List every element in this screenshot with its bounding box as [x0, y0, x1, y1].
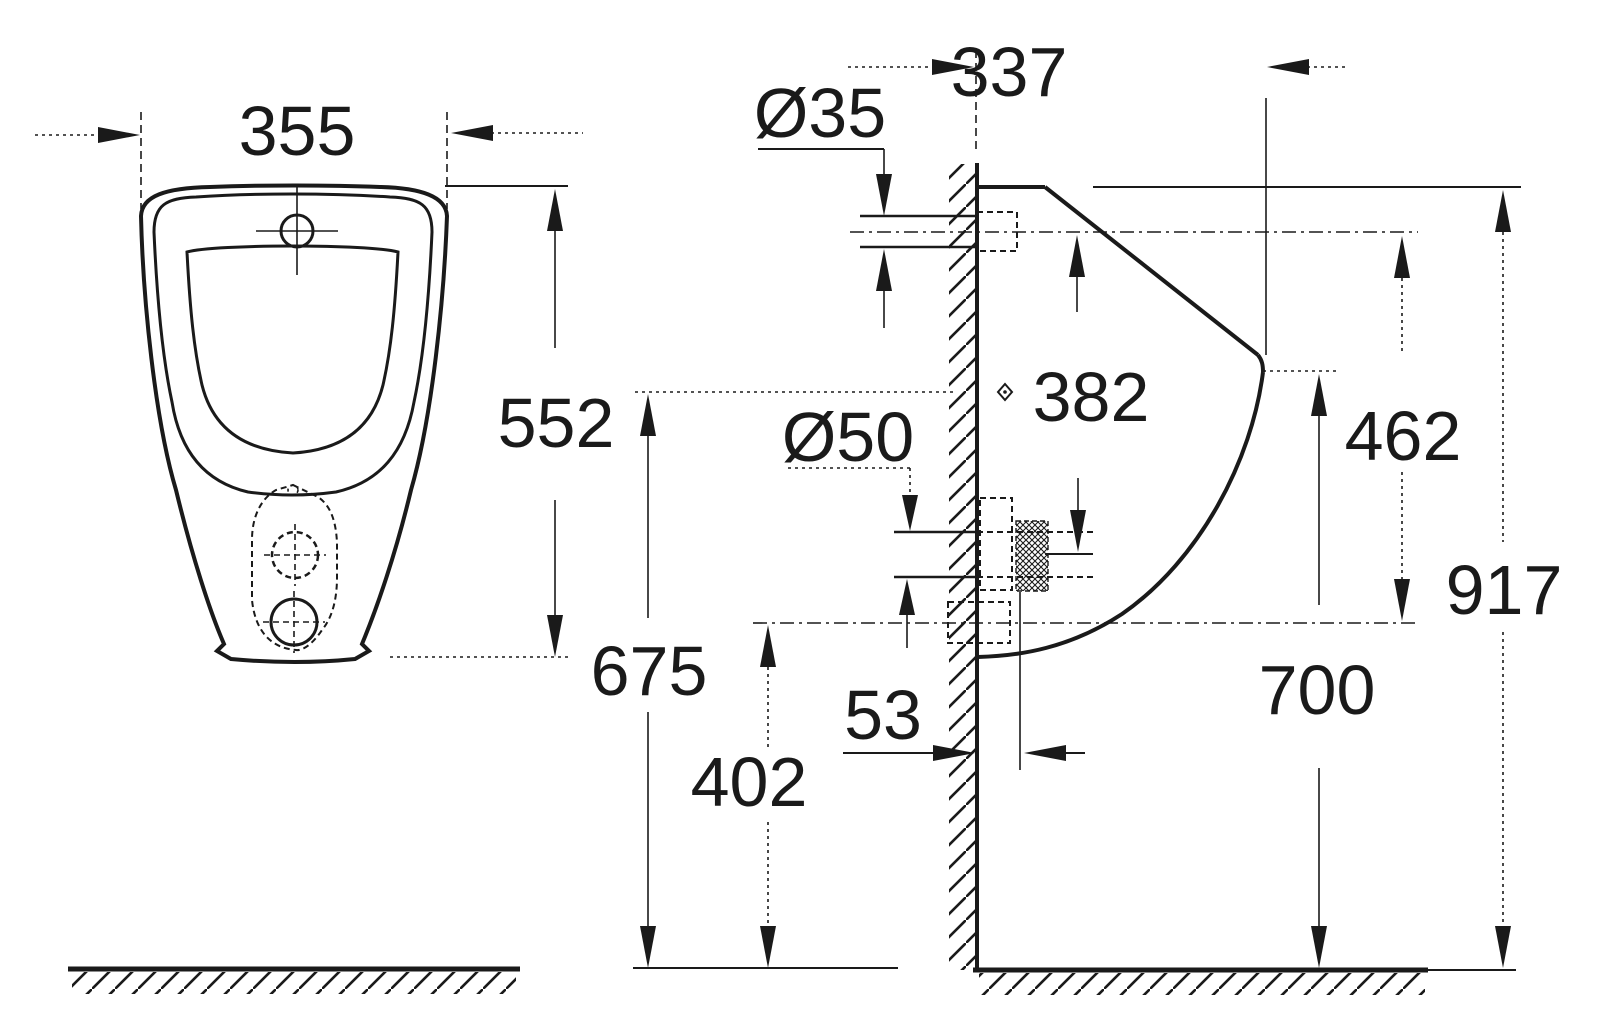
dim-label-o50: Ø50	[782, 398, 914, 476]
inlet-socket-dashed	[976, 211, 1018, 252]
arrowhead-up-icon	[1311, 374, 1327, 416]
dim-waste-pipe-height: 402	[691, 625, 808, 968]
dim-label-700: 700	[1259, 651, 1376, 729]
dim-front-width: 355	[35, 92, 583, 209]
dim-label-552: 552	[498, 384, 615, 462]
arrowhead-down-icon	[1495, 926, 1511, 968]
arrowhead-left-icon	[451, 125, 493, 141]
dim-label-675: 675	[591, 632, 708, 710]
arrowhead-down-icon	[1394, 579, 1410, 621]
dim-inlet-diameter: Ø35	[754, 74, 892, 328]
dim-label-53: 53	[844, 676, 922, 754]
wall-hatching	[949, 164, 977, 970]
center-marker-dot	[1003, 390, 1007, 394]
arrowhead-up-icon	[1495, 190, 1511, 232]
arrowhead-right-icon	[98, 127, 140, 143]
arrowhead-left-icon	[1267, 59, 1309, 75]
side-front-slope	[1043, 185, 1260, 357]
arrowhead-up-icon	[1394, 236, 1410, 278]
arrowhead-down-icon	[876, 174, 892, 216]
arrowhead-up-icon	[876, 249, 892, 291]
outlet-fitting-dashed	[979, 497, 1013, 591]
dim-outlet-ref-height: 675	[591, 394, 708, 968]
arrowhead-up-icon	[760, 625, 776, 667]
dim-label-462: 462	[1345, 397, 1462, 475]
outlet-cover-plate-dashed	[251, 483, 338, 652]
dim-inlet-to-outlet: 382	[1033, 235, 1150, 552]
arrowhead-up-icon	[547, 189, 563, 231]
dim-outlet-wall-offset: 53	[843, 676, 1085, 761]
arrowhead-down-icon	[640, 926, 656, 968]
arrowhead-right-icon	[933, 745, 975, 761]
dim-outlet-diameter: Ø50	[782, 398, 918, 648]
arrowhead-down-icon	[547, 615, 563, 657]
arrowhead-down-icon	[1070, 510, 1086, 552]
center-marker-icon	[996, 382, 1014, 402]
front-outer-outline	[138, 183, 450, 664]
plate-top-mark	[287, 484, 299, 496]
side-body-curve	[977, 371, 1265, 659]
dim-spout-height: 700	[1259, 374, 1376, 968]
front-view	[138, 183, 450, 664]
side-nose	[1256, 353, 1265, 373]
ground	[68, 966, 1516, 995]
dim-spout-to-outlet: 462	[1345, 236, 1462, 621]
front-bowl-opening	[185, 244, 400, 455]
floor-hatching-left	[72, 972, 516, 994]
side-view	[635, 163, 1521, 970]
arrowhead-up-icon	[899, 579, 915, 615]
dim-front-height: 552	[390, 185, 615, 658]
dim-depth: 337	[848, 33, 1345, 355]
dim-overall-height: 917	[1446, 190, 1563, 968]
dim-label-355: 355	[239, 92, 356, 170]
front-inner-rim	[152, 192, 434, 497]
floor-hatching-right	[979, 973, 1425, 995]
arrowhead-up-icon	[640, 394, 656, 436]
outlet-flange-hatched	[1015, 520, 1049, 592]
arrowhead-up-icon	[1069, 235, 1085, 277]
dim-label-402: 402	[691, 743, 808, 821]
arrowhead-down-icon	[902, 495, 918, 531]
arrowhead-down-icon	[1311, 926, 1327, 968]
dim-label-o35: Ø35	[754, 74, 886, 152]
dim-label-337: 337	[951, 33, 1068, 111]
arrowhead-left-icon	[1024, 745, 1066, 761]
arrowhead-right-icon	[932, 59, 974, 75]
dim-label-917: 917	[1446, 551, 1563, 629]
arrowhead-down-icon	[760, 926, 776, 968]
dim-label-382: 382	[1033, 358, 1150, 436]
